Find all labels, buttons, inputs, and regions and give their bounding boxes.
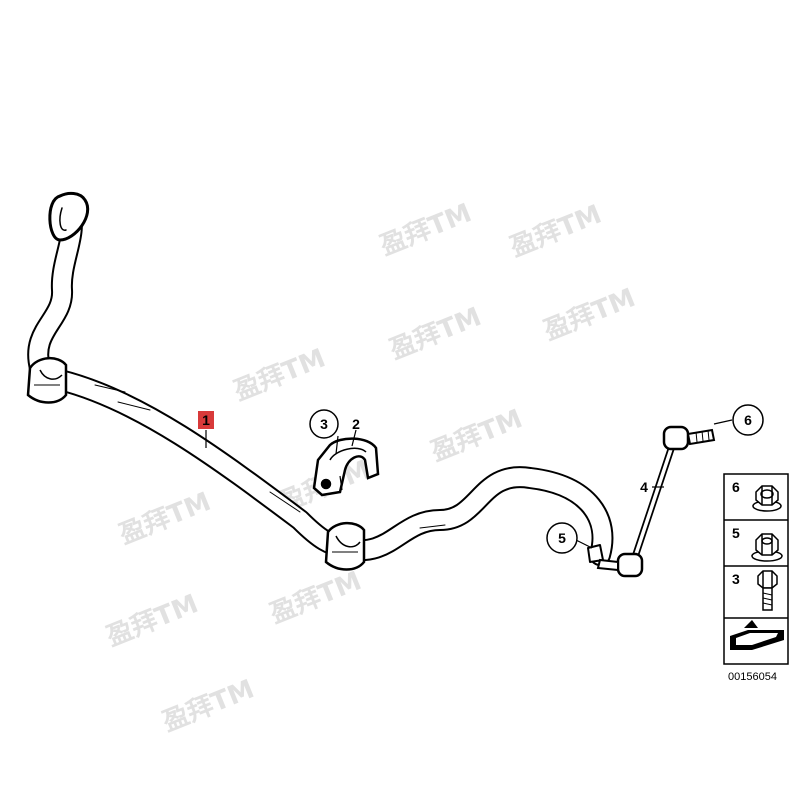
legend-row-5: 5 [732,525,783,562]
stabilizer-bar [27,191,614,566]
part-4-label: 4 [640,479,648,495]
callout-3-circled: 3 [309,409,339,439]
bar-bushing-right [324,521,366,571]
hex-bolt-icon [757,570,778,611]
watermark: 盈拜TM [102,589,203,653]
stabilizer-link [596,425,716,578]
callout-6-circled: 6 [732,404,764,436]
watermark: 盈拜TM [265,566,366,630]
watermark: 盈拜TM [385,302,486,366]
watermark: 盈拜TM [505,199,606,263]
legend-row-3: 3 [732,570,778,611]
hex-flange-nut-icon [752,485,782,512]
watermark: 盈拜TM [158,674,259,738]
hardware-legend: 6 5 3 [723,473,789,665]
watermark: 盈拜TM [426,404,527,468]
diagram-symbol-icon [730,620,784,650]
legend-number-6: 6 [732,479,740,495]
watermark: 盈拜TM [229,343,330,407]
part-5-label: 5 [558,530,566,546]
bar-bushing-left [26,357,68,404]
castle-nut-icon [751,533,783,562]
part-3-label: 3 [320,416,328,432]
legend-number-5: 5 [732,525,740,541]
part-6-label: 6 [744,412,752,428]
watermark: 盈拜TM [114,487,215,551]
watermark: 盈拜TM [539,283,640,347]
legend-row-6: 6 [732,479,782,512]
legend-number-3: 3 [732,571,740,587]
leader-lines [205,419,733,549]
part-2-label: 2 [352,416,360,432]
callout-4: 4 [640,479,648,495]
part-1-label: 1 [202,412,210,428]
callout-2: 2 [352,416,360,432]
diagram-number: 00156054 [728,671,777,683]
watermark: 盈拜TM [375,198,476,262]
callout-5-circled: 5 [546,522,578,554]
bushing-bracket [312,437,380,497]
callout-1: 1 [198,411,214,429]
part-1-highlight [198,411,214,429]
